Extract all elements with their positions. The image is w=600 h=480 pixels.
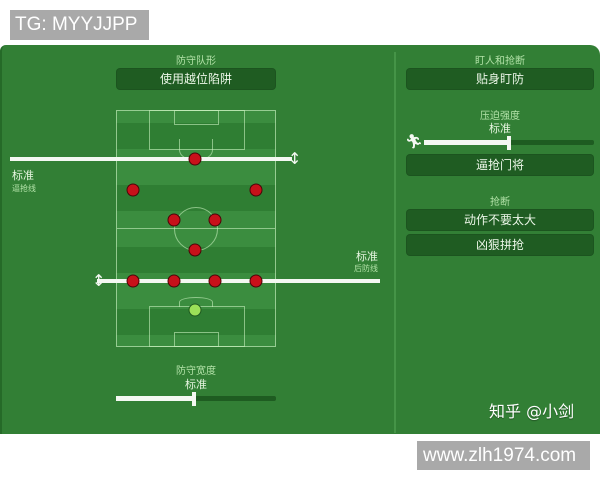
- player-marker-lb[interactable]: [126, 274, 140, 288]
- zhihu-watermark: 知乎 @小剑: [489, 402, 575, 421]
- player-marker-cm[interactable]: [167, 213, 181, 227]
- player-marker-st[interactable]: [188, 152, 202, 166]
- player-marker-cb[interactable]: [167, 274, 181, 288]
- vertical-drag-arrow-icon[interactable]: ↕: [288, 149, 302, 168]
- player-marker-cb[interactable]: [208, 274, 222, 288]
- player-marker-cm[interactable]: [208, 213, 222, 227]
- defense-width-title: 防守宽度: [176, 366, 216, 377]
- back-line-value: 标准: [356, 250, 378, 263]
- bottom-penalty-arc: [179, 297, 213, 307]
- pressing-line-label: 逼抢线: [12, 184, 36, 193]
- marking-title: 盯人和抢断: [475, 56, 525, 67]
- player-marker-dm[interactable]: [188, 243, 202, 257]
- pressing-line-value: 标准: [12, 169, 34, 182]
- defense-width-slider-fill: [116, 396, 194, 401]
- player-marker-lm[interactable]: [126, 183, 140, 197]
- pressing-intensity-slider-handle[interactable]: [507, 136, 511, 150]
- bottom-goal-area: [174, 332, 219, 347]
- pressing-intensity-slider-fill: [424, 140, 509, 145]
- press-goalkeeper-button[interactable]: 逼抢门将: [406, 154, 594, 176]
- tackling-option-aggressive[interactable]: 凶狠拼抢: [406, 234, 594, 256]
- pressing-intensity-value: 标准: [489, 122, 511, 135]
- tackling-option-stay-on-feet[interactable]: 动作不要太大: [406, 209, 594, 231]
- running-man-icon: 🏃︎: [405, 134, 423, 150]
- player-marker-rm[interactable]: [249, 183, 263, 197]
- player-marker-gk[interactable]: [188, 303, 202, 317]
- defense-width-slider-handle[interactable]: [192, 392, 196, 406]
- defense-shape-title: 防守队形: [176, 56, 216, 67]
- pressing-intensity-title: 压迫强度: [480, 111, 520, 122]
- site-watermark: www.zlh1974.com: [417, 441, 590, 470]
- back-line-label: 后防线: [354, 264, 378, 273]
- back-line-handle[interactable]: [97, 279, 380, 283]
- defense-width-value: 标准: [185, 378, 207, 391]
- tackling-title: 抢断: [490, 197, 510, 208]
- vertical-drag-arrow-icon[interactable]: ↕: [92, 271, 106, 290]
- pressing-line-handle[interactable]: [10, 157, 292, 161]
- tight-marking-button[interactable]: 贴身盯防: [406, 68, 594, 90]
- defense-width-slider[interactable]: [116, 396, 276, 401]
- player-marker-rb[interactable]: [249, 274, 263, 288]
- top-goal-area: [174, 110, 219, 125]
- panel-divider: [394, 52, 396, 433]
- tg-label: TG: MYYJJPP: [10, 10, 149, 40]
- offside-trap-button[interactable]: 使用越位陷阱: [116, 68, 276, 90]
